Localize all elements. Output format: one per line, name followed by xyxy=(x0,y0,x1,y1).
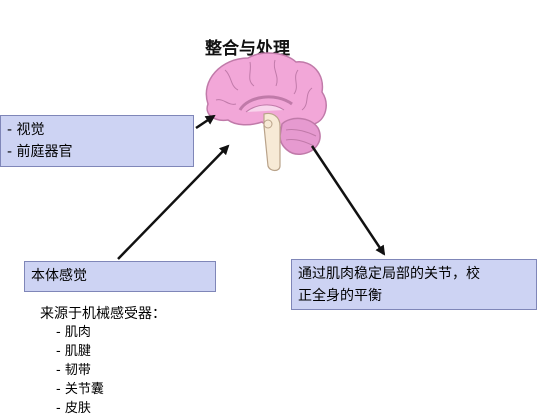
vision-line-1: - 视觉 xyxy=(7,122,45,138)
source-item: - 关节囊 xyxy=(56,382,104,397)
brain-cerebellum xyxy=(279,117,321,155)
arrow-brain-to-result xyxy=(310,145,386,256)
sources-title: 来源于机械感受器： xyxy=(40,306,166,322)
source-item: - 韧带 xyxy=(56,363,91,378)
source-item: - 肌肉 xyxy=(56,325,91,340)
arrow-vision-to-brain xyxy=(195,114,216,130)
source-item: - 肌腱 xyxy=(56,344,91,359)
vision-box: - 视觉 - 前庭器官 xyxy=(0,115,194,167)
result-line-2: 正全身的平衡 xyxy=(298,288,382,304)
source-item: - 皮肤 xyxy=(56,401,91,416)
sources-list: - 肌肉 - 肌腱 - 韧带 - 关节囊 - 皮肤 xyxy=(56,323,104,418)
proprioception-box: 本体感觉 xyxy=(24,261,216,292)
proprioception-label: 本体感觉 xyxy=(31,268,87,284)
vision-line-2: - 前庭器官 xyxy=(7,144,73,160)
result-box: 通过肌肉稳定局部的关节，校 正全身的平衡 xyxy=(291,259,537,310)
result-line-1: 通过肌肉稳定局部的关节，校 xyxy=(298,266,480,282)
arrow-proprio-to-brain xyxy=(117,144,230,260)
